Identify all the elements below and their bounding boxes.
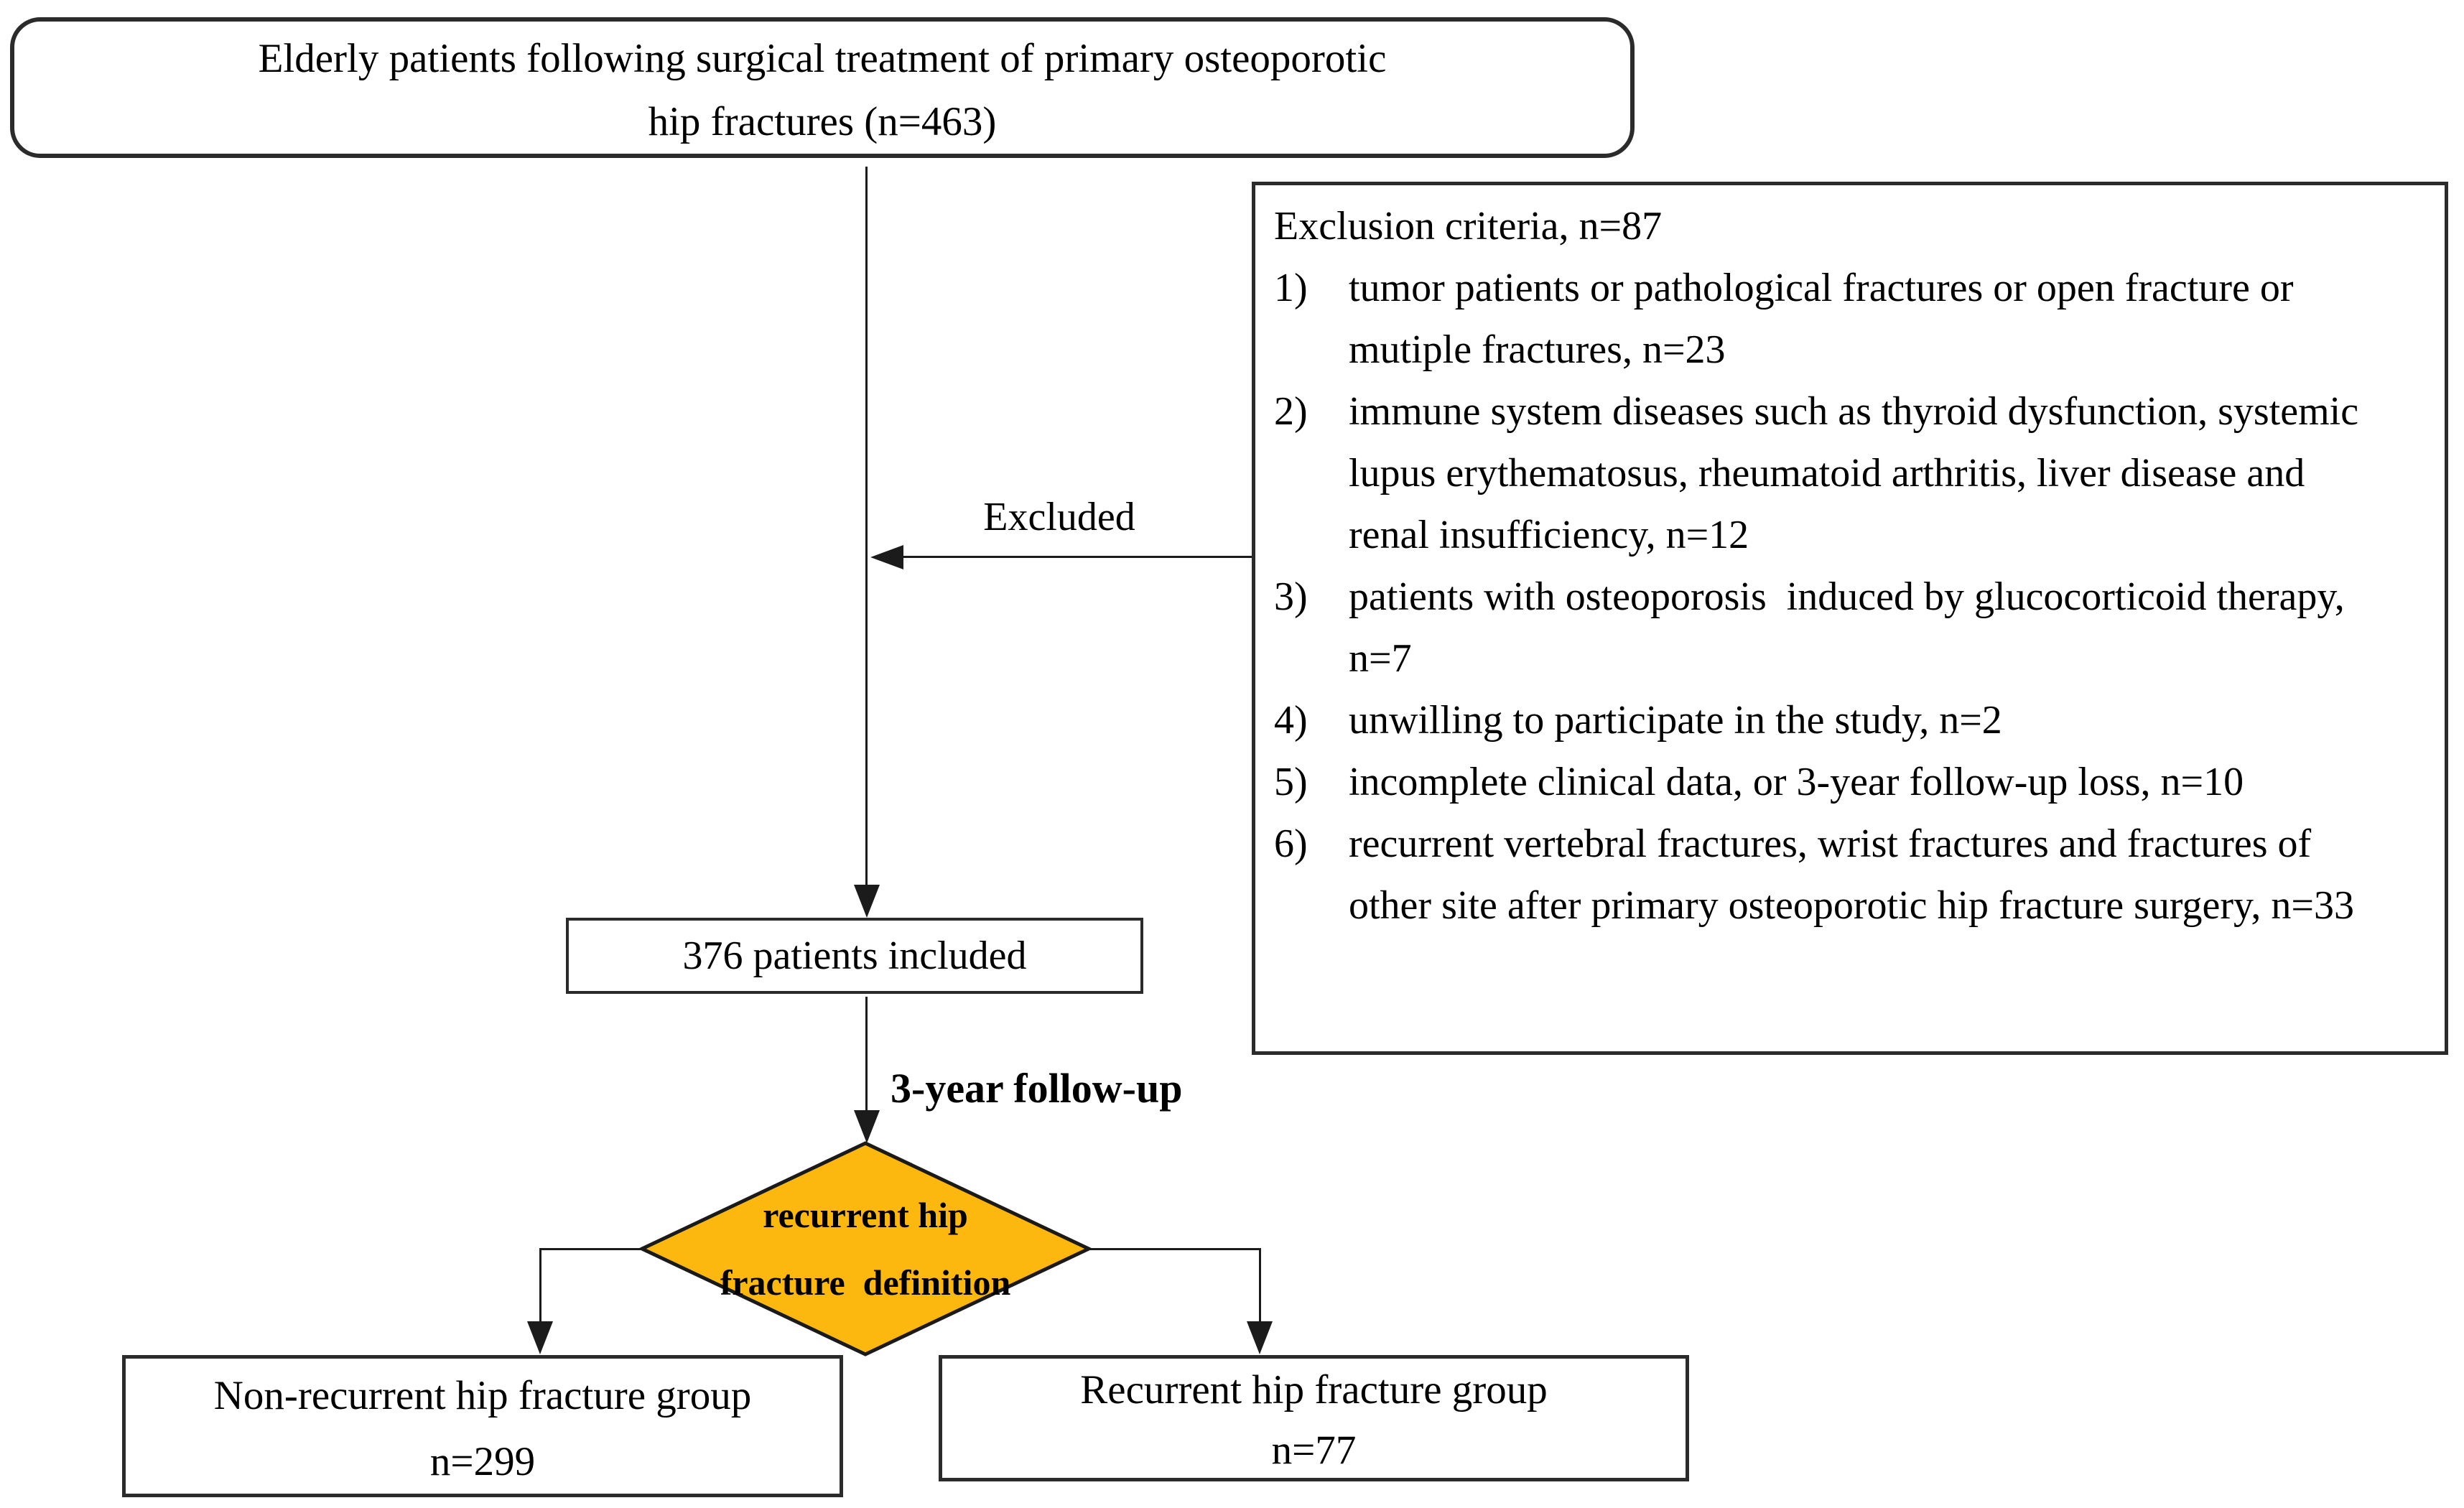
exclusion-item-text: recurrent vertebral fractures, wrist fra… (1349, 822, 2354, 928)
exclusion-item-number: 4) (1274, 698, 1308, 743)
nonrecurrent-group-box: Non-recurrent hip fracture group n=299 (122, 1355, 843, 1497)
recurrent-group-box: Recurrent hip fracture group n=77 (939, 1355, 1689, 1481)
exclusion-item: 4) unwilling to participate in the study… (1274, 689, 2380, 751)
exclusion-item-text: immune system diseases such as thyroid d… (1349, 389, 2369, 557)
exclusion-item-text: patients with osteoporosis induced by gl… (1349, 574, 2355, 681)
exclusion-item-number: 3) (1274, 574, 1308, 619)
arrowhead-down-recurrent-icon (1247, 1321, 1273, 1354)
nonrecurrent-group-text: Non-recurrent hip fracture group (213, 1373, 752, 1418)
recurrent-group-count: n=77 (1271, 1428, 1357, 1473)
connector-diamond-right-vertical (1259, 1248, 1261, 1323)
enrollment-text-line2: hip fractures (n=463) (648, 99, 997, 144)
exclusion-item-text: tumor patients or pathological fractures… (1349, 266, 2304, 372)
exclusion-item: 5) incomplete clinical data, or 3-year f… (1274, 751, 2380, 813)
exclusion-item: 6) recurrent vertebral fractures, wrist … (1274, 813, 2380, 936)
decision-diamond-label: recurrent hip fracture definition (639, 1140, 1092, 1357)
connector-diamond-right-horizontal (1087, 1248, 1261, 1250)
exclusion-item-number: 6) (1274, 822, 1308, 866)
arrowhead-left-excluded-icon (870, 545, 903, 569)
arrowhead-down-diamond-icon (854, 1110, 880, 1143)
diamond-text-line2: fracture definition (720, 1262, 1011, 1303)
followup-label: 3-year follow-up (891, 1065, 1183, 1112)
decision-diamond-shape (639, 1141, 1092, 1356)
exclusion-item: 3) patients with osteoporosis induced by… (1274, 566, 2380, 689)
connector-title-to-included (865, 167, 868, 886)
nonrecurrent-group-count: n=299 (429, 1439, 536, 1484)
excluded-label: Excluded (983, 495, 1135, 539)
exclusion-header: Exclusion criteria, n=87 (1274, 204, 1663, 248)
exclusion-item-number: 5) (1274, 760, 1308, 804)
exclusion-item: 1) tumor patients or pathological fractu… (1274, 257, 2380, 381)
exclusion-item-number: 1) (1274, 266, 1308, 310)
included-patients-text: 376 patients included (682, 934, 1027, 978)
connector-exclusion-arrow (901, 556, 1252, 558)
exclusion-item-text: unwilling to participate in the study, n… (1349, 698, 2002, 743)
arrowhead-down-included-icon (854, 885, 880, 918)
exclusion-criteria-box: Exclusion criteria, n=87 1) tumor patien… (1252, 182, 2448, 1055)
exclusion-item-text: incomplete clinical data, or 3-year foll… (1349, 760, 2244, 804)
exclusion-item-number: 2) (1274, 389, 1308, 434)
arrowhead-down-nonrecurrent-icon (527, 1321, 553, 1354)
included-patients-box: 376 patients included (566, 918, 1143, 994)
exclusion-item: 2) immune system diseases such as thyroi… (1274, 381, 2380, 566)
diamond-text-line1: recurrent hip (763, 1195, 968, 1235)
enrollment-box: Elderly patients following surgical trea… (10, 17, 1635, 158)
diamond-polygon (639, 1141, 1092, 1356)
connector-diamond-left-horizontal (539, 1248, 643, 1250)
connector-diamond-left-vertical (539, 1248, 541, 1323)
recurrent-group-text: Recurrent hip fracture group (1080, 1367, 1548, 1412)
enrollment-text-line1: Elderly patients following surgical trea… (258, 36, 1387, 81)
connector-included-to-diamond (865, 997, 868, 1113)
